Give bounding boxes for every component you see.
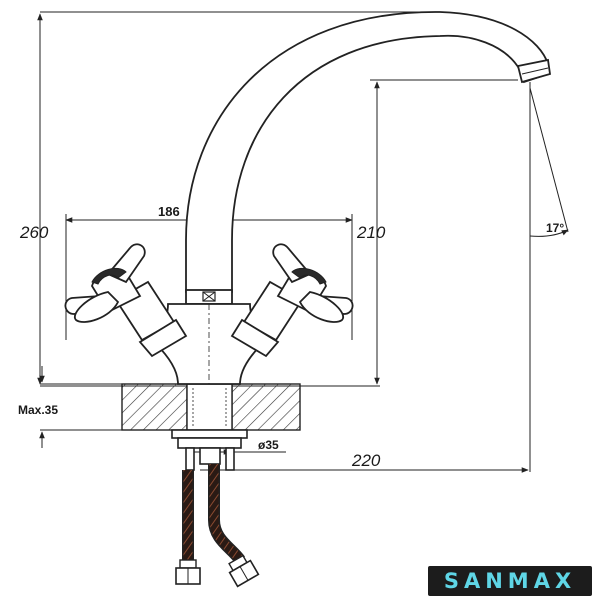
label-total-height: 260	[19, 223, 49, 242]
angle-arc	[529, 229, 569, 237]
dimension-lines	[37, 11, 569, 473]
label-diameter: ø35	[258, 438, 279, 452]
angle-slant-line	[529, 87, 569, 233]
spout	[185, 11, 552, 305]
label-handle-span: 186	[158, 204, 180, 219]
label-spout-height: 210	[356, 223, 386, 242]
right-cross-handle	[230, 243, 354, 358]
brand-logo: SANMAX	[428, 566, 592, 596]
brand-name: SANMAX	[443, 569, 577, 593]
mounting-hardware	[171, 429, 248, 471]
label-reach: 220	[351, 451, 381, 470]
supply-hoses	[175, 464, 260, 588]
label-swivel-angle: 17°	[546, 221, 564, 235]
left-cross-handle	[64, 243, 188, 358]
counter-top-section	[121, 383, 301, 431]
label-max-mount: Max.35	[18, 403, 58, 417]
